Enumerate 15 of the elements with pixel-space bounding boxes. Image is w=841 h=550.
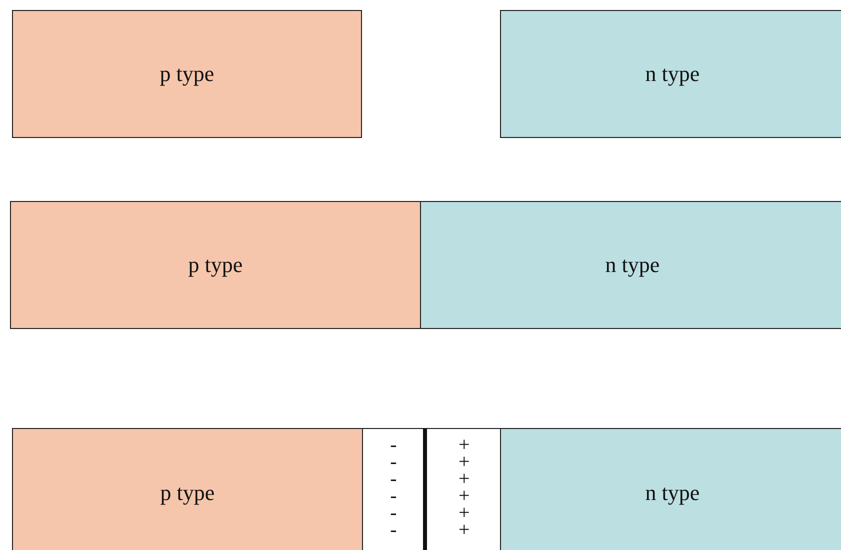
region-label: n type [645, 480, 700, 506]
n-region [500, 10, 841, 138]
region-label: n type [645, 61, 700, 87]
charge-signs: + + + + + + [458, 437, 468, 539]
depletion-region [423, 428, 501, 550]
charge-signs: - - - - - - [389, 437, 398, 539]
p-region [12, 428, 363, 550]
p-region [10, 201, 421, 329]
n-region [420, 201, 841, 329]
n-region [500, 428, 841, 550]
region-label: p type [160, 61, 214, 87]
p-region [12, 10, 362, 138]
region-label: p type [160, 480, 215, 506]
region-label: p type [188, 252, 243, 278]
region-label: n type [605, 252, 660, 278]
